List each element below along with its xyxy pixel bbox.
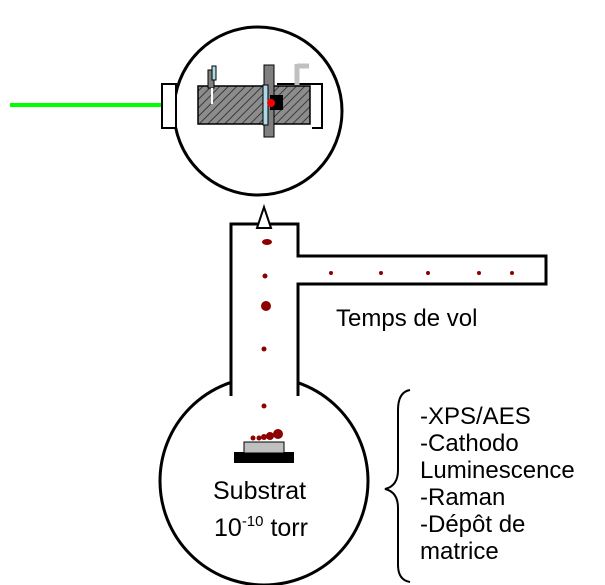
laser-window — [161, 83, 177, 129]
tof-cluster — [477, 271, 481, 275]
tof-cluster — [329, 271, 333, 275]
cluster — [262, 239, 272, 245]
substrate-label: Substrat — [213, 477, 307, 505]
time-of-flight-label: Temps de vol — [336, 305, 478, 332]
tof-cluster — [510, 271, 514, 275]
skimmer — [255, 203, 273, 229]
source-chamber — [161, 25, 344, 197]
tof-cluster — [379, 271, 383, 275]
laser-spot — [267, 99, 275, 107]
substrate-holder — [234, 429, 294, 463]
technique-item: -Raman — [420, 484, 506, 511]
tof-cluster — [426, 271, 430, 275]
pressure-exponent: -10 — [241, 513, 264, 530]
flight-tube — [229, 222, 548, 396]
cluster — [262, 273, 268, 279]
technique-item: -Dépôt de — [420, 511, 526, 538]
pressure-label: 10-10 torr — [214, 514, 308, 541]
cluster — [261, 403, 267, 409]
cluster — [261, 301, 271, 311]
technique-item: -XPS/AES — [420, 403, 531, 430]
analysis-brace — [384, 389, 411, 583]
valve-plunger — [211, 65, 217, 81]
analysis-technique-list: -XPS/AES -Cathodo Luminescence -Raman -D… — [420, 403, 575, 565]
lens — [262, 84, 269, 126]
source-block — [197, 85, 311, 125]
pressure-value: 10 — [214, 514, 242, 542]
technique-item: -Cathodo — [420, 430, 519, 457]
cluster — [261, 346, 267, 352]
technique-item: Luminescence — [420, 457, 575, 484]
pressure-unit: torr — [270, 514, 308, 542]
technique-item: matrice — [420, 538, 499, 565]
